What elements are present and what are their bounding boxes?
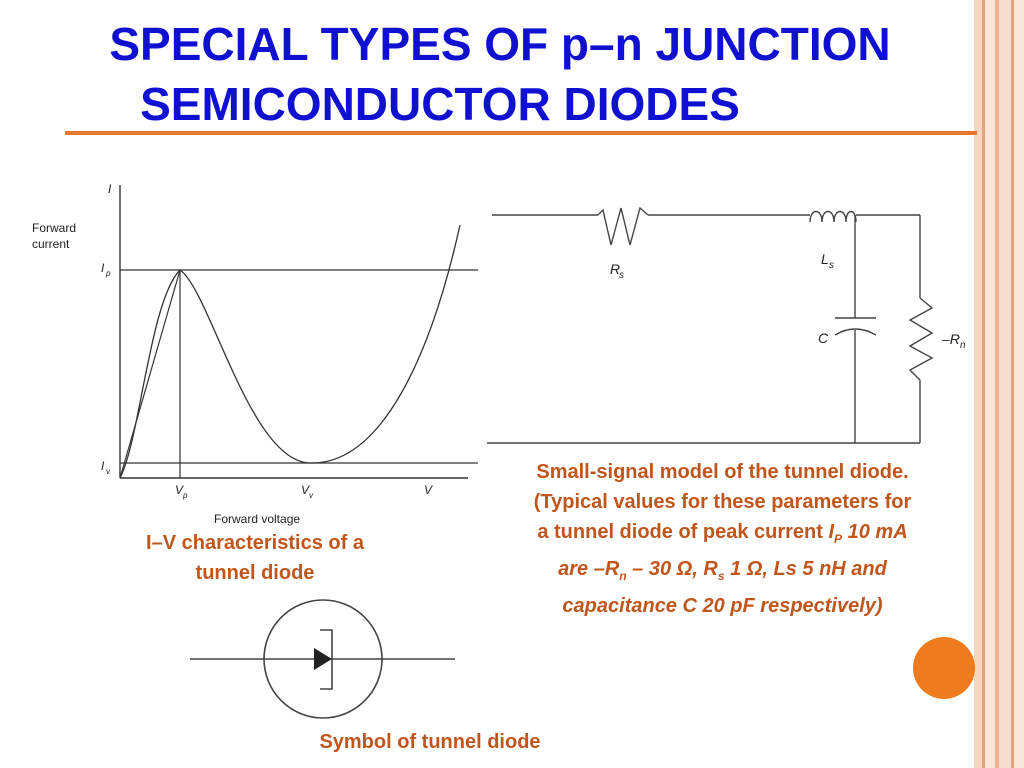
peak-current-label: I <box>101 261 105 275</box>
slide-title-line-2: SEMICONDUCTOR DIODES <box>140 78 740 130</box>
caption-ip-sub: P <box>834 532 843 546</box>
symbol-cathode-bar <box>320 629 333 690</box>
y-axis-symbol: I <box>108 182 112 196</box>
valley-current-sub: v <box>106 467 111 476</box>
iv-caption-line-1: I–V characteristics of a <box>146 532 364 554</box>
caption-rs-text: – 30 Ω, R <box>626 558 718 580</box>
iv-caption-line-2: tunnel diode <box>195 562 315 584</box>
caption-ls-text: 1 Ω, Ls 5 nH and <box>724 558 887 580</box>
c-label: C <box>818 330 829 346</box>
iv-curve <box>119 224 461 479</box>
decorative-dot <box>913 637 975 699</box>
rn-sub: n <box>960 340 966 351</box>
x-axis-label: Forward voltage <box>214 512 300 526</box>
slide-title-line-1: SPECIAL TYPES OF p–n JUNCTION <box>109 18 891 70</box>
inductor-ls <box>809 210 857 223</box>
valley-current-label: I <box>101 459 105 473</box>
peak-voltage-sub: p <box>182 491 188 500</box>
y-axis-label-line-2: current <box>32 237 70 251</box>
symbol-caption: Symbol of tunnel diode <box>319 731 541 753</box>
caption-ip-letter: I <box>828 521 835 543</box>
rs-label: R <box>610 261 620 277</box>
tunnel-slope-line <box>119 269 181 479</box>
circuit-caption-line-4: are –Rn – 30 Ω, Rs 1 Ω, Ls 5 nH and <box>470 554 975 591</box>
circuit-caption-line-5: capacitance C 20 pF respectively) <box>562 595 883 617</box>
ls-label: L <box>821 251 829 267</box>
resistor-rs <box>597 206 649 246</box>
ls-sub: s <box>829 260 834 271</box>
y-axis-label-line-1: Forward <box>32 221 76 235</box>
rn-label: –R <box>941 331 960 347</box>
symbol-anode-triangle <box>314 648 332 670</box>
resistor-neg-rn <box>908 297 934 381</box>
iv-characteristic-chart: I Forward current I p I v V p V v V Forw… <box>32 182 478 526</box>
peak-current-sub: p <box>105 269 111 278</box>
caption-rs-sub: s <box>717 569 725 583</box>
circuit-caption-line-2: (Typical values for these parameters for <box>533 491 912 513</box>
circuit-caption-line-3: a tunnel diode of peak current IP 10 mA <box>470 517 975 554</box>
valley-voltage-label: V <box>301 483 310 497</box>
rs-sub: s <box>619 270 624 281</box>
valley-voltage-sub: v <box>309 491 314 500</box>
circuit-caption: Small-signal model of the tunnel diode. … <box>470 457 975 621</box>
circuit-caption-line-1: Small-signal model of the tunnel diode. <box>536 461 909 483</box>
caption-line-3-text: a tunnel diode of peak current <box>537 521 829 543</box>
peak-voltage-label: V <box>175 483 184 497</box>
capacitor-bottom-plate <box>834 328 877 336</box>
tunnel-diode-circuit <box>487 206 934 444</box>
decorative-stripes <box>974 0 1024 768</box>
caption-rn-sub: n <box>619 569 627 583</box>
caption-ip-value: 10 mA <box>842 521 908 543</box>
caption-rn-text: are –R <box>558 558 620 580</box>
iv-caption: I–V characteristics of a tunnel diode <box>60 528 450 588</box>
title-underline <box>65 131 977 135</box>
x-axis-symbol: V <box>424 483 433 497</box>
caption-ip-symbol: IP 10 mA <box>828 521 908 546</box>
